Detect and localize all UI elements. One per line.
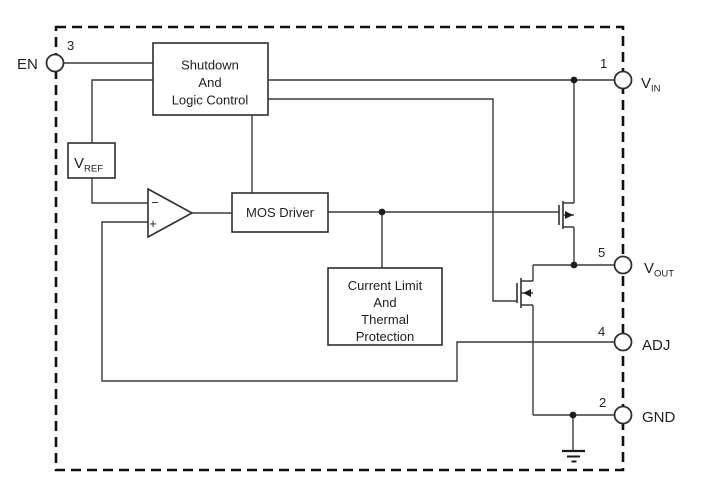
wire-shutdown-to-vref [91,79,153,143]
pin-en-number: 3 [67,38,74,53]
pin-gnd: 2 GND [599,395,676,426]
vref-block-label: VREF [74,155,103,175]
wire-vref-to-amp [91,178,148,204]
junction-dot-vout [570,261,578,269]
pin-vin-label-sub: IN [651,84,661,95]
error-amp-triangle [147,187,194,239]
pin-vout-label-sub: OUT [654,269,674,280]
shutdown-block-box [152,42,269,116]
q2-body-arrow-icon [523,289,531,297]
pin-vin: 1 VIN [600,56,661,95]
mosfet-q1 [558,80,575,265]
vref-block-box [67,142,116,179]
block-shutdown-logic-control: Shutdown And Logic Control [152,42,269,116]
pin-vout-terminal [613,255,633,275]
pin-gnd-terminal [613,405,633,425]
block-current-limit-thermal: Current Limit And Thermal Protection [327,267,443,346]
mosfet-q2 [516,265,534,415]
pin-en-terminal [45,53,65,73]
shutdown-block-label-line2: And [198,75,221,90]
shutdown-block-label-line3: Logic Control [172,93,249,108]
pin-vout-label-main: V [644,260,654,277]
shutdown-block-label-line1: Shutdown [181,58,239,73]
vref-label-sub: REF [84,164,103,175]
pin-vout-label: VOUT [644,260,674,280]
block-vref: VREF [67,142,116,179]
error-amp-noninverting-input-sign: + [149,216,157,231]
pin-gnd-number: 2 [599,395,606,410]
mos-driver-block-box [231,192,329,233]
error-amp-inverting-input-sign: − [151,195,159,210]
block-mos-driver: MOS Driver [231,192,329,233]
ground-symbol-icon [562,449,585,463]
junction-dot-gnd [569,411,577,419]
ic-boundary [54,25,625,472]
pin-en-label: EN [17,56,38,73]
pin-adj-label: ADJ [642,337,670,354]
current-limit-label-line3: Thermal [361,312,409,327]
current-limit-label-line2: And [373,295,396,310]
pin-adj-terminal [613,332,633,352]
wires [63,62,615,451]
pin-vin-label: VIN [641,75,661,95]
pin-vin-terminal [613,70,633,90]
pin-gnd-label: GND [642,409,676,426]
current-limit-block-box [327,267,443,346]
junction-dot-mosdriver [378,208,386,216]
pin-vin-label-main: V [641,75,651,92]
pin-vin-number: 1 [600,56,607,71]
wire-shutdown-to-q2-gate [268,98,517,302]
pin-adj: 4 ADJ [598,324,670,354]
pin-vout-number: 5 [598,245,605,260]
mos-driver-block-label: MOS Driver [246,205,315,220]
q1-body-arrow-icon [565,211,573,219]
error-amplifier: − + [147,187,194,239]
current-limit-label-line4: Protection [356,329,415,344]
pin-en: 3 EN [17,38,74,73]
pin-adj-number: 4 [598,324,605,339]
vref-label-main: V [74,155,84,172]
pin-vout: 5 VOUT [598,245,674,280]
current-limit-label-line1: Current Limit [348,278,423,293]
junction-dot-vin [570,76,578,84]
wire-feedback-adj [101,221,615,382]
